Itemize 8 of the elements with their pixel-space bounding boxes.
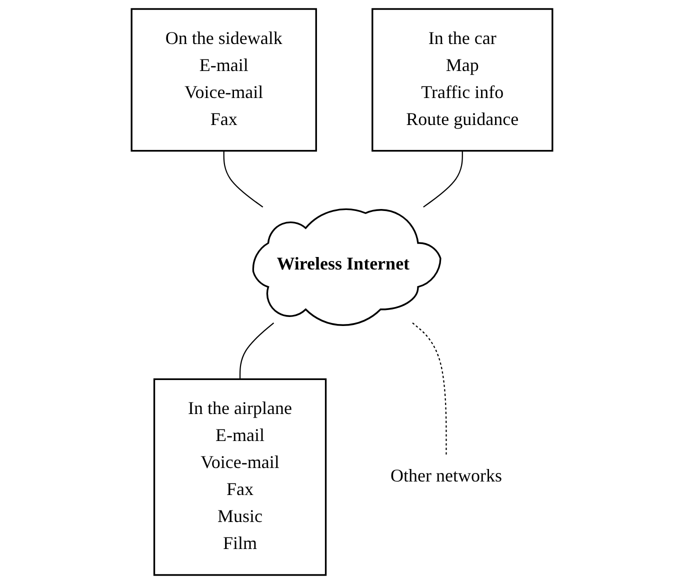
connector [239,322,274,380]
connector [412,322,447,456]
node-box: In the car Map Traffic info Route guidance [372,8,554,152]
connector [223,150,264,208]
node-text: Other networks [390,466,502,486]
node-box: On the sidewalk E-mail Voice-mail Fax [130,8,317,152]
connector [423,150,463,208]
node-box: In the airplane E-mail Voice-mail Fax Music Film [153,378,327,576]
